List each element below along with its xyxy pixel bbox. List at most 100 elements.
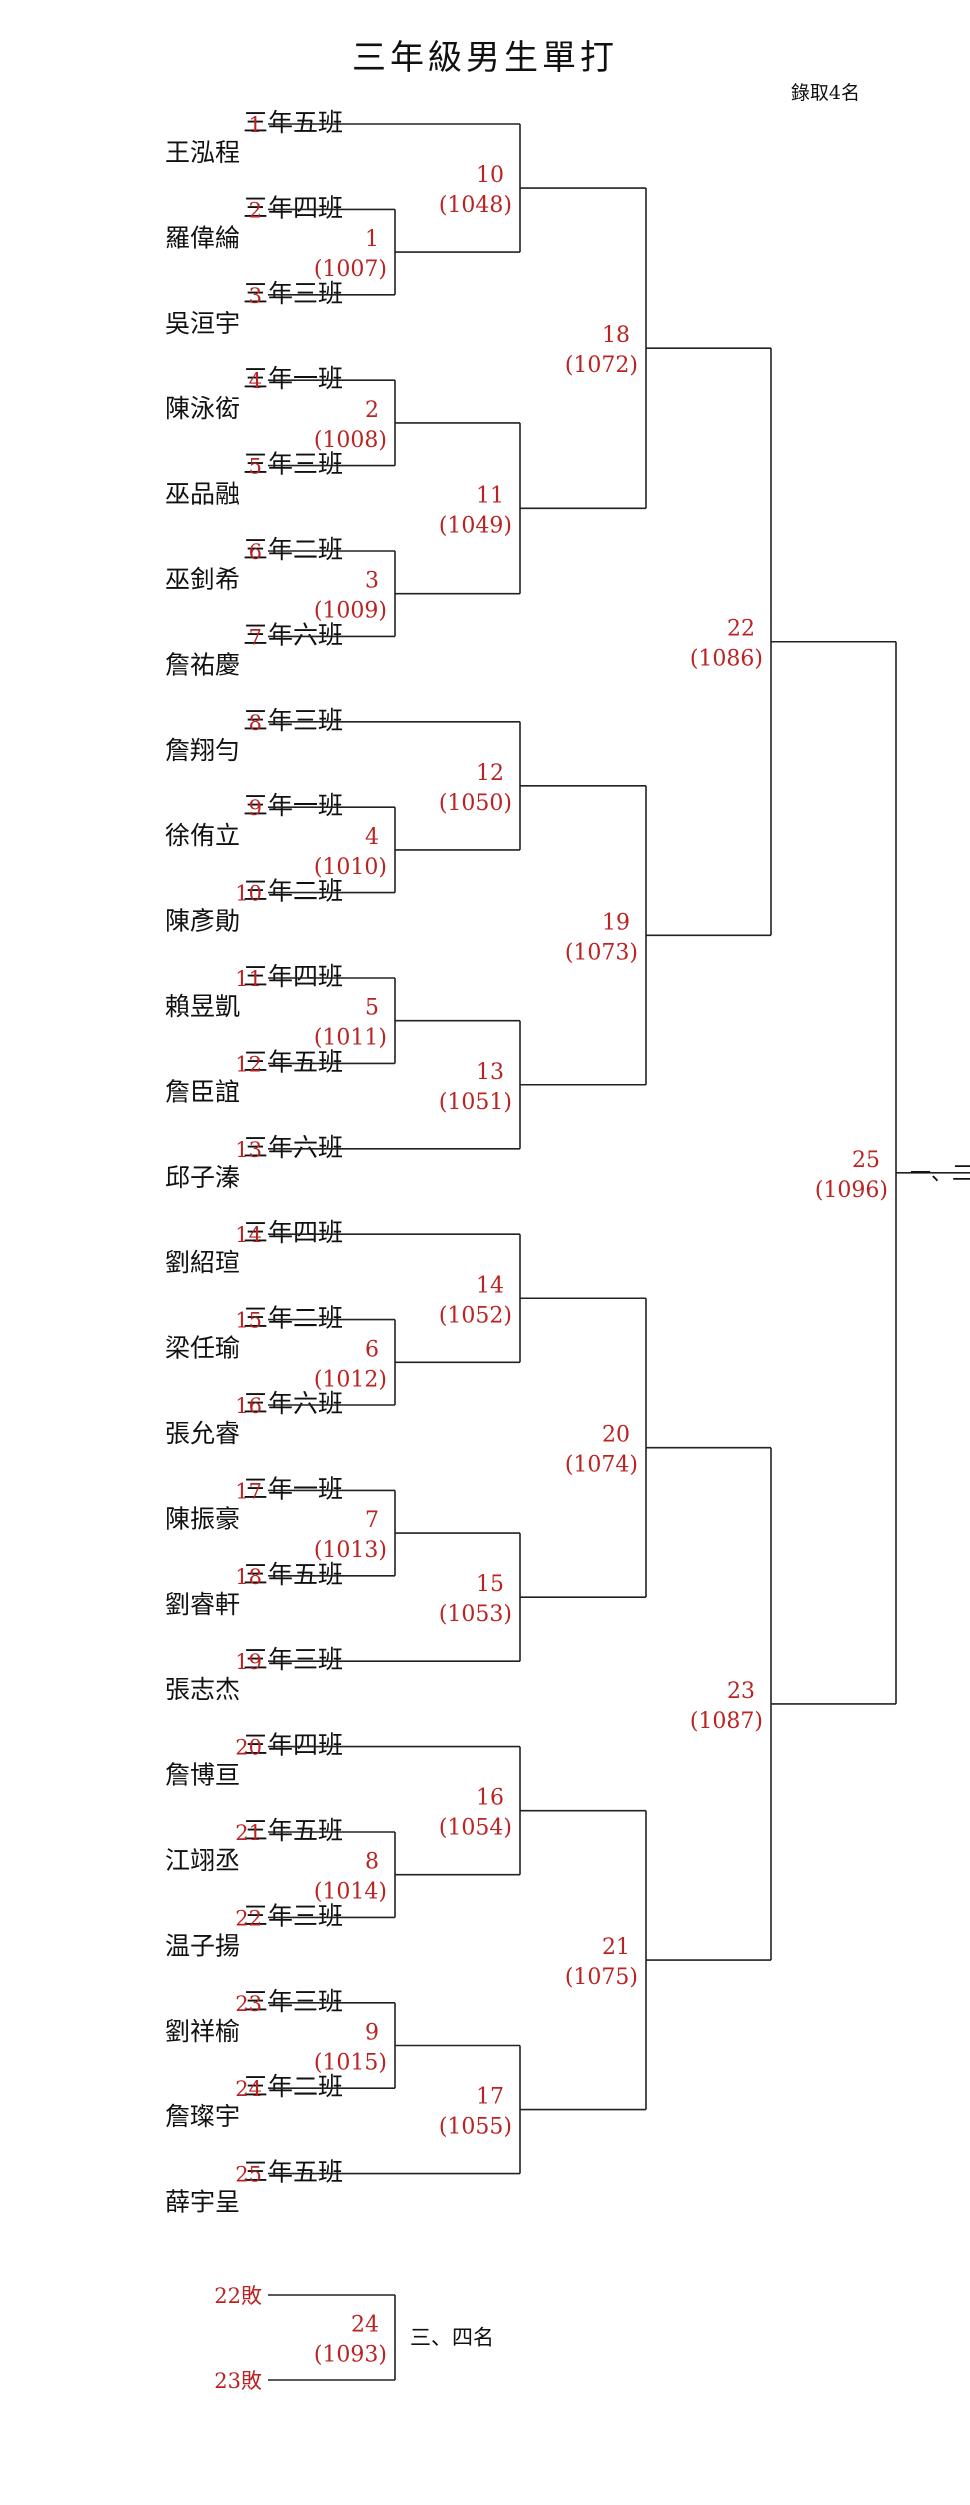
player-class: 三年三班	[243, 450, 343, 479]
seed-number: 13	[235, 1138, 262, 1162]
match-number: 12	[476, 761, 504, 786]
match-number: 22	[727, 617, 755, 642]
seed-number: 20	[235, 1736, 262, 1760]
player-name: 王泓程	[165, 138, 240, 167]
seed-number: 2	[249, 198, 262, 222]
match-code: (1052)	[439, 1303, 512, 1328]
player-class: 三年三班	[243, 1645, 343, 1674]
player-class: 三年五班	[243, 2158, 343, 2187]
seed-number: 6	[249, 540, 262, 564]
match-code: (1048)	[439, 193, 512, 218]
match-number: 11	[476, 483, 504, 508]
match-number: 16	[476, 1786, 504, 1811]
player-name: 薛宇呈	[165, 2188, 240, 2217]
player-name: 温子揚	[165, 1931, 240, 1960]
seed-number: 22	[235, 1906, 262, 1930]
match-number: 6	[365, 1337, 379, 1362]
match-code: (1054)	[439, 1816, 512, 1841]
player-name: 詹博亘	[165, 1761, 240, 1790]
player-name: 詹祐慶	[165, 650, 240, 679]
match-code: (1074)	[565, 1453, 638, 1478]
seed-number: 14	[235, 1223, 262, 1247]
player-name: 賴昱凱	[165, 992, 240, 1021]
match-number: 20	[602, 1423, 630, 1448]
player-name: 徐侑立	[165, 821, 240, 850]
match-code: (1093)	[314, 2343, 387, 2368]
seed-number: 21	[235, 1821, 262, 1845]
player-name: 邱子溱	[165, 1163, 240, 1192]
match-number: 9	[365, 2021, 379, 2046]
match-number: 18	[602, 323, 630, 348]
player-name: 陳泳衒	[165, 394, 240, 423]
page-title: 三年級男生單打	[352, 38, 618, 78]
match-number: 10	[476, 163, 504, 188]
seed-number: 1	[249, 113, 262, 137]
seed-number: 8	[249, 711, 262, 735]
player-class: 三年四班	[243, 1218, 343, 1247]
seed-number: 11	[235, 967, 262, 991]
player-class: 三年五班	[243, 1047, 343, 1076]
match-code: (1013)	[314, 1538, 387, 1563]
quota-note: 錄取4名	[790, 82, 860, 104]
player-class: 三年二班	[243, 877, 343, 906]
match-code: (1014)	[314, 1880, 387, 1905]
seed-number: 12	[235, 1052, 262, 1076]
seed-number: 23	[235, 1992, 262, 2016]
third-top-label: 22敗	[214, 2284, 262, 2308]
match-code: (1086)	[690, 647, 763, 672]
match-number: 23	[727, 1679, 755, 1704]
match-number: 7	[365, 1508, 379, 1533]
match-number: 15	[476, 1572, 504, 1597]
seed-number: 25	[235, 2163, 262, 2187]
seed-number: 4	[249, 369, 262, 393]
match-number: 8	[365, 1850, 379, 1875]
player-name: 巫品融	[165, 480, 240, 509]
match-code: (1009)	[314, 599, 387, 624]
third-bottom-label: 23敗	[214, 2369, 262, 2393]
seed-number: 9	[249, 796, 262, 820]
player-name: 張允睿	[165, 1419, 240, 1448]
player-class: 三年六班	[243, 620, 343, 649]
player-class: 三年一班	[243, 791, 343, 820]
player-class: 三年二班	[243, 1304, 343, 1333]
seed-number: 7	[249, 625, 262, 649]
match-code: (1050)	[439, 791, 512, 816]
match-number: 25	[852, 1148, 880, 1173]
player-name: 梁任瑜	[165, 1334, 240, 1363]
seed-number: 19	[235, 1650, 262, 1674]
player-name: 江翊丞	[165, 1846, 240, 1875]
player-class: 三年五班	[243, 1560, 343, 1589]
player-name: 吳洹宇	[165, 309, 240, 338]
player-name: 劉睿軒	[165, 1590, 240, 1619]
player-class: 三年四班	[243, 1731, 343, 1760]
player-name: 陳彥勛	[165, 907, 240, 936]
player-class: 三年二班	[243, 535, 343, 564]
match-number: 21	[602, 1935, 630, 1960]
match-code: (1053)	[439, 1602, 512, 1627]
seed-number: 16	[235, 1394, 262, 1418]
player-name: 羅偉綸	[165, 223, 240, 252]
seed-number: 15	[235, 1309, 262, 1333]
match-code: (1007)	[314, 257, 387, 282]
third-rank-label: 三、四名	[410, 2326, 494, 2350]
seed-number: 17	[235, 1479, 262, 1503]
match-code: (1008)	[314, 428, 387, 453]
match-number: 1	[365, 227, 379, 252]
match-code: (1011)	[314, 1026, 387, 1051]
match-code: (1055)	[439, 2115, 512, 2140]
seed-number: 18	[235, 1565, 262, 1589]
player-class: 三年四班	[243, 962, 343, 991]
player-class: 三年一班	[243, 1474, 343, 1503]
player-class: 三年二班	[243, 2072, 343, 2101]
player-name: 陳振豪	[165, 1504, 240, 1533]
seed-number: 24	[235, 2077, 262, 2101]
match-code: (1012)	[314, 1367, 387, 1392]
final-rank-label: 一、二	[910, 1161, 970, 1185]
player-class: 三年五班	[243, 1816, 343, 1845]
player-name: 詹臣誼	[165, 1077, 240, 1106]
match-code: (1096)	[815, 1178, 888, 1203]
player-class: 三年三班	[243, 706, 343, 735]
match-number: 24	[351, 2313, 379, 2338]
match-code: (1051)	[439, 1090, 512, 1115]
